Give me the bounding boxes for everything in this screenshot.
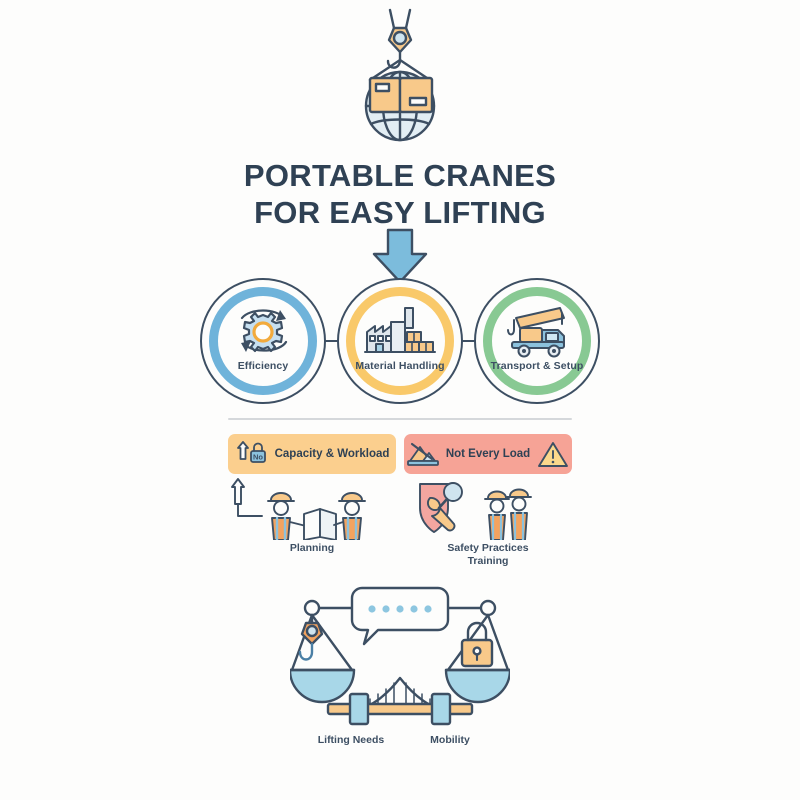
caption-text-line-2: Training xyxy=(467,555,509,568)
caption-text: Planning xyxy=(289,542,335,554)
middle-section: No Capacity & Workload xyxy=(228,434,572,574)
factory-boxes-icon xyxy=(361,302,439,362)
node-inner-ring xyxy=(346,287,454,395)
crane-hook-block-icon xyxy=(298,613,324,661)
speech-bubble-icon xyxy=(350,586,450,646)
process-node-material-handling[interactable]: Material Handling xyxy=(337,278,463,404)
process-node-transport-setup[interactable]: Transport & Setup xyxy=(474,278,600,404)
banner-label: Not Every Load xyxy=(445,448,531,460)
process-node-label: Material Handling xyxy=(355,360,445,372)
section-divider xyxy=(228,418,572,420)
bottom-label-row: Lifting Needs Mobility xyxy=(290,734,510,754)
page-title: PORTABLE CRANES FOR EASY LIFTING xyxy=(0,158,800,231)
page-title-line-1: PORTABLE CRANES xyxy=(243,158,557,193)
mobile-crane-truck-icon xyxy=(498,302,576,362)
no-load-crossed-icon xyxy=(406,439,440,469)
process-node-efficiency[interactable]: Efficiency xyxy=(200,278,326,404)
arrow-down-icon xyxy=(368,228,432,286)
middle-column-safety: Not Every Load xyxy=(404,434,572,568)
page-title-line-2: FOR EASY LIFTING xyxy=(254,194,546,230)
arrow-up-lock-no-icon: No xyxy=(235,439,269,469)
banner-label: Capacity & Workload xyxy=(274,448,390,460)
crane-hook-globe-cargo-icon xyxy=(340,8,460,148)
warning-triangle-icon xyxy=(536,439,570,469)
banner-capacity-workload[interactable]: No Capacity & Workload xyxy=(228,434,396,474)
shield-wrench-magnifier-workers-icon xyxy=(404,478,572,542)
connector-line-2 xyxy=(448,340,482,342)
gear-cycle-icon xyxy=(224,302,302,362)
middle-caption-safety: Safety Practices Training xyxy=(404,542,572,568)
svg-text:No: No xyxy=(253,453,263,462)
process-circle-row: Efficiency xyxy=(200,278,600,408)
caption-text-line-1: Safety Practices xyxy=(447,542,529,554)
node-inner-ring xyxy=(483,287,591,395)
process-node-label: Efficiency xyxy=(237,360,289,372)
bottom-label-lifting-needs: Lifting Needs xyxy=(317,734,385,746)
node-inner-ring xyxy=(209,287,317,395)
padlock-icon xyxy=(460,621,494,668)
middle-caption-planning: Planning xyxy=(228,542,396,555)
process-node-label: Transport & Setup xyxy=(490,360,584,372)
two-workers-blueprint-icon xyxy=(228,478,396,542)
balance-scale-bridge-icon: Lifting Needs Mobility xyxy=(288,582,512,762)
banner-not-every-load[interactable]: Not Every Load xyxy=(404,434,572,474)
bottom-label-mobility: Mobility xyxy=(430,734,470,746)
suspension-bridge-icon xyxy=(326,676,474,726)
middle-column-planning: No Capacity & Workload xyxy=(228,434,396,555)
